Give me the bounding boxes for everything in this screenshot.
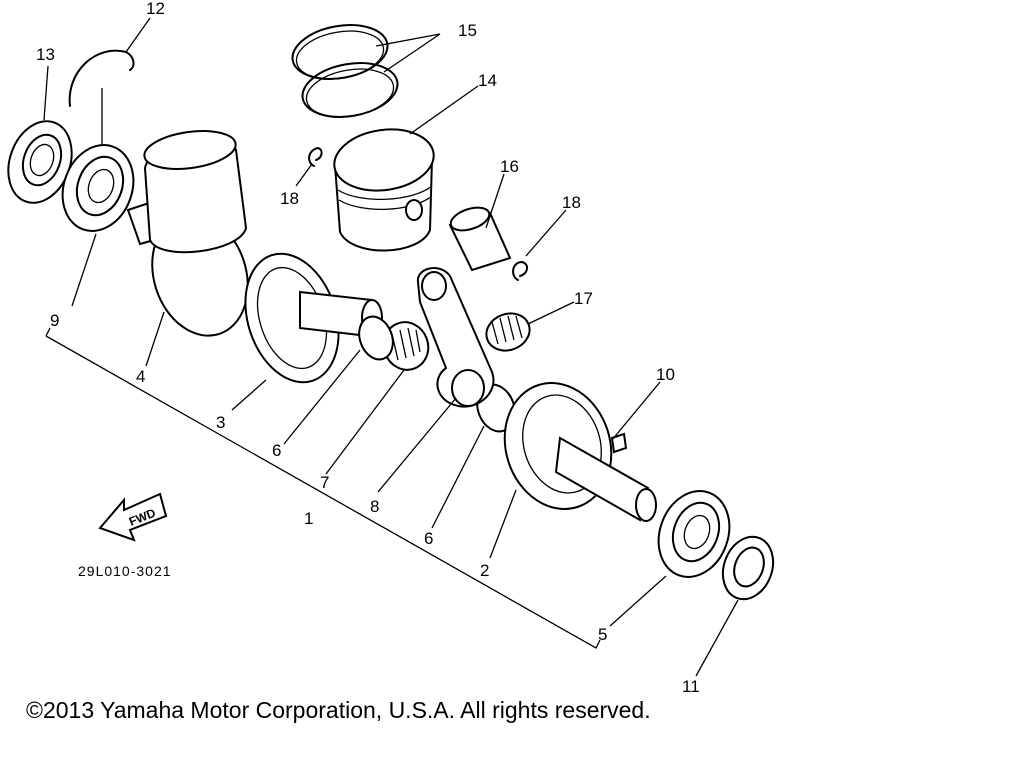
oil-seal-right [721, 535, 775, 601]
part-number-6-right: 6 [424, 529, 433, 548]
part-number-18-lower: 18 [562, 193, 581, 212]
part-number-16: 16 [500, 157, 519, 176]
circlip [68, 49, 135, 107]
part-number-8: 8 [370, 497, 379, 516]
part-number-5: 5 [598, 625, 607, 644]
bearing-left [61, 144, 135, 232]
copyright-notice: ©2013 Yamaha Motor Corporation, U.S.A. A… [26, 697, 651, 723]
piston-pin [448, 206, 512, 272]
part-number-4: 4 [136, 367, 145, 386]
part-number-14: 14 [478, 71, 497, 90]
part-number-6-left: 6 [272, 441, 281, 460]
part-number-2: 2 [480, 561, 489, 580]
part-number-18-upper: 18 [280, 189, 299, 208]
part-number-11: 11 [682, 677, 700, 696]
bearing-right [657, 490, 731, 578]
part-number-15: 15 [458, 21, 477, 40]
part-number-12: 12 [146, 0, 165, 18]
piston-pin-clip-upper [308, 147, 323, 167]
connecting-rod [416, 267, 495, 408]
part-number-9: 9 [50, 311, 59, 330]
part-number-10: 10 [656, 365, 675, 384]
assembly-bracket [45, 327, 601, 649]
woodruff-key [610, 432, 628, 454]
crankshaft-left-half [126, 130, 383, 384]
small-end-needle-bearing [485, 312, 531, 352]
leader-lines [43, 17, 739, 677]
part-number-1: 1 [304, 509, 313, 528]
piston-rings [291, 24, 399, 118]
part-number-13: 13 [36, 45, 55, 64]
piston-pin-clip-lower [512, 261, 528, 281]
thrust-washer-left [358, 315, 394, 361]
part-number-3: 3 [216, 413, 225, 432]
forward-direction-arrow: FWD [98, 492, 168, 542]
diagram-code: 29L010-3021 [78, 563, 172, 579]
part-number-7: 7 [320, 473, 329, 492]
crankshaft-right-half [503, 382, 657, 522]
part-number-17: 17 [574, 289, 593, 308]
piston [333, 128, 435, 252]
